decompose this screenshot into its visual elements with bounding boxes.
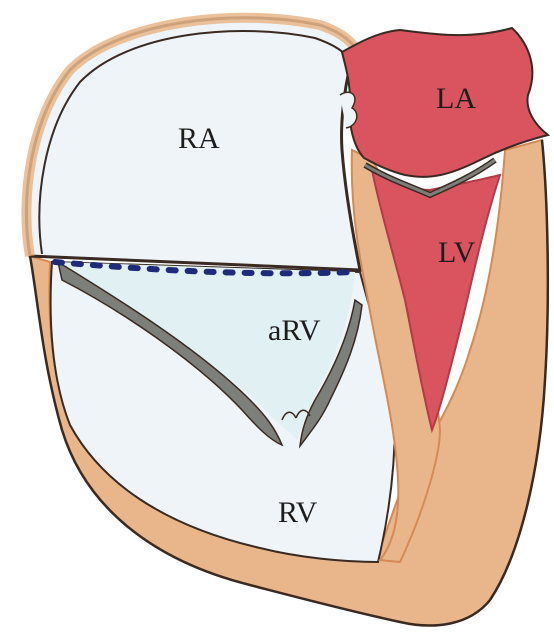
- label-la: LA: [436, 82, 476, 115]
- label-rv: RV: [278, 496, 318, 529]
- label-ra: RA: [178, 122, 220, 155]
- label-arv: aRV: [268, 314, 321, 347]
- label-lv: LV: [438, 236, 476, 269]
